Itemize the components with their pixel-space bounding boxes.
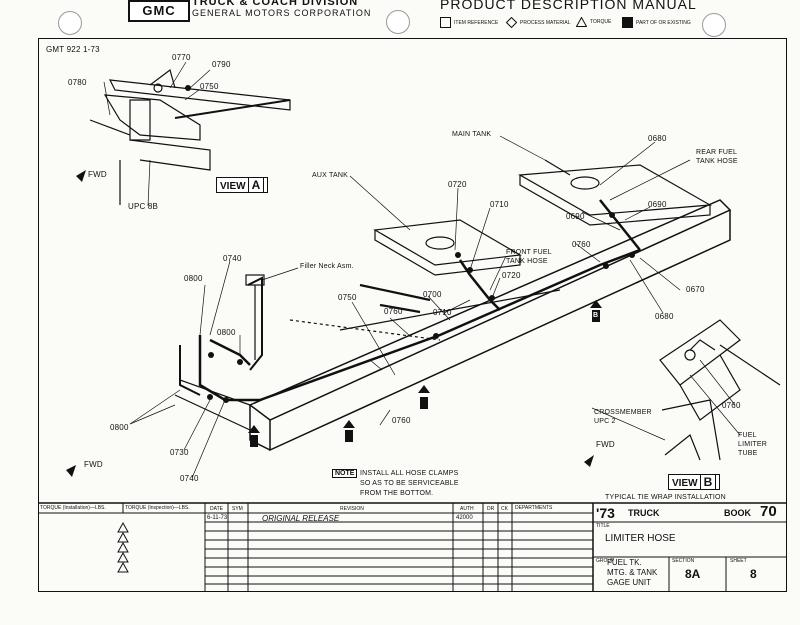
part-label-0800: 0800 (184, 274, 203, 283)
legend-part-existing: PART OF OR EXISTING (622, 17, 691, 28)
rev-auth: 42000 (456, 515, 473, 521)
col-ck: CK (501, 506, 508, 512)
filled-square-icon (622, 17, 633, 28)
torque-install-label: TORQUE (Installation)—LBS. (40, 505, 106, 511)
part-label-0800-mid: 0800 (217, 328, 236, 337)
upc-label: UPC 8B (128, 202, 159, 211)
doc-id: GMT 922 1-73 (46, 45, 100, 54)
tie-wrap-caption: TYPICAL TIE WRAP INSTALLATION (605, 494, 726, 501)
drawing-title: LIMITER HOSE (605, 533, 676, 544)
note-text: INSTALL ALL HOSE CLAMPS SO AS TO BE SERV… (360, 470, 459, 497)
note-tag: NOTE (332, 469, 358, 478)
part-label-0760-mid: 0760 (384, 307, 403, 316)
col-auth: AUTH (460, 506, 474, 512)
fwd-label-low: FWD (84, 460, 103, 469)
division-name: TRUCK & COACH DIVISION (192, 0, 359, 8)
legend-process-material: PROCESS MATERIAL (506, 17, 570, 28)
triangle-icon (576, 17, 587, 27)
torque-inspect-label: TORQUE (Inspection)—LBS. (125, 505, 190, 511)
sheet-label: SHEET (730, 558, 747, 564)
legend-item-reference: ITEM REFERENCE (440, 17, 498, 28)
part-label-0700: 0700 (423, 290, 442, 299)
legend-label: PART OF OR EXISTING (636, 19, 691, 26)
square-icon (440, 17, 451, 28)
part-label-0710: 0710 (490, 200, 509, 209)
col-sym: SYM (232, 506, 243, 512)
book-number: 70 (760, 503, 777, 520)
sheet-number: 8 (750, 567, 757, 581)
front-fuel-hose-label: FRONT FUEL TANK HOSE (506, 249, 552, 265)
rear-fuel-hose-label: REAR FUEL TANK HOSE (696, 149, 738, 165)
diamond-icon (506, 17, 517, 28)
part-label-0750: 0750 (200, 82, 219, 91)
manual-title: PRODUCT DESCRIPTION MANUAL (440, 0, 697, 12)
part-label-0740-low: 0740 (180, 474, 199, 483)
product-line: TRUCK (628, 508, 660, 518)
part-label-0680-low: 0680 (655, 312, 674, 321)
col-date: DATE (210, 506, 223, 512)
part-label-0780: 0780 (68, 78, 87, 87)
fwd-label-top: FWD (88, 170, 107, 179)
view-letter: B (699, 474, 717, 490)
legend-label: ITEM REFERENCE (454, 19, 499, 26)
rev-date: 6-11-73 (207, 515, 228, 521)
group-name: FUEL TK. MTG. & TANK GAGE UNIT (607, 558, 658, 587)
part-label-0750-mid: 0750 (338, 293, 357, 302)
binder-hole-right (702, 13, 726, 37)
gmc-logo: GMC (128, 0, 190, 22)
view-label: VIEW (672, 478, 698, 489)
section-number: 8A (685, 567, 701, 581)
filler-neck-label: Filler Neck Asm. (300, 263, 354, 270)
part-label-0710-low: 0710 (433, 308, 452, 317)
legend-label: TORQUE (590, 19, 612, 25)
fuel-limiter-tube-label: FUEL LIMITER TUBE (738, 432, 768, 457)
section-a-marker: A (252, 435, 258, 442)
corporation-name: GENERAL MOTORS CORPORATION (192, 8, 372, 18)
part-label-0770: 0770 (172, 53, 191, 62)
part-label-0730: 0730 (170, 448, 189, 457)
part-label-0800-left: 0800 (110, 423, 129, 432)
part-label-0720-low: 0720 (502, 271, 521, 280)
part-label-0740: 0740 (223, 254, 242, 263)
part-label-0670: 0670 (686, 285, 705, 294)
aux-tank-label: AUX TANK (312, 172, 348, 179)
fwd-label-right: FWD (596, 440, 615, 449)
drawing-frame (38, 38, 787, 592)
part-label-0760-bottom: 0760 (392, 416, 411, 425)
binder-hole-center (386, 10, 410, 34)
binder-hole-left (58, 11, 82, 35)
legend-label: PROCESS MATERIAL (520, 19, 571, 26)
part-label-0690-low: 0690 (566, 212, 585, 221)
part-label-0690: 0690 (648, 200, 667, 209)
rev-description: ORIGINAL RELEASE (262, 514, 340, 523)
part-label-0760-view-b: 0760 (722, 401, 741, 410)
group-label: GROUP (596, 558, 615, 564)
part-label-0720: 0720 (448, 180, 467, 189)
model-year: '73 (596, 505, 615, 521)
crossmember-label: CROSSMEMBER UPC 2 (594, 409, 652, 425)
section-label: SECTION (672, 558, 695, 564)
book-label: BOOK (724, 508, 751, 518)
title-label: TITLE (596, 523, 610, 529)
view-letter: A (247, 177, 265, 193)
col-departments: DEPARTMENTS (515, 505, 553, 511)
section-b-marker: B (593, 312, 599, 319)
legend-torque: TORQUE (576, 17, 611, 27)
col-dr: DR (487, 506, 495, 512)
col-revision: REVISION (340, 506, 364, 512)
part-label-0760: 0760 (572, 240, 591, 249)
view-label: VIEW (220, 181, 246, 192)
part-label-0790: 0790 (212, 60, 231, 69)
part-label-0680: 0680 (648, 134, 667, 143)
main-tank-label: MAIN TANK (452, 131, 492, 138)
